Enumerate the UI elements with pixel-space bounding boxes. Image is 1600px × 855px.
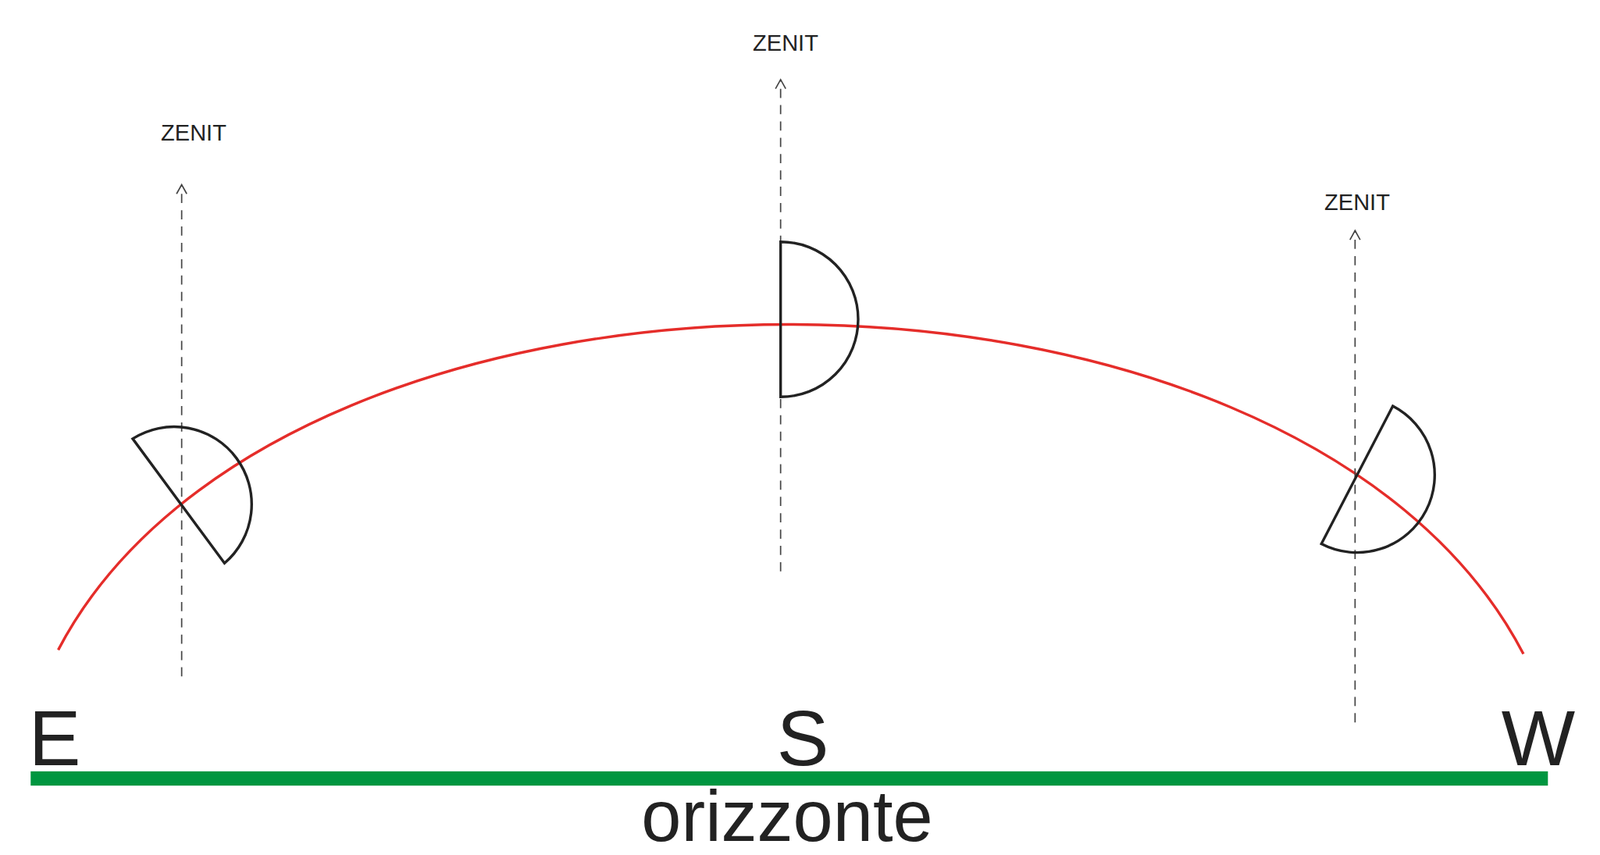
direction-label: E xyxy=(28,698,82,777)
sundials xyxy=(132,242,1435,564)
zenith-label: ZENIT xyxy=(1324,191,1390,214)
direction-label: S xyxy=(776,698,830,777)
zenith-label: ZENIT xyxy=(752,32,819,55)
half-disc xyxy=(132,427,252,564)
half-disc xyxy=(1321,406,1435,553)
zenith-label: ZENIT xyxy=(160,121,227,145)
horizon-label: orizzonte xyxy=(641,780,933,852)
half-disc xyxy=(780,242,859,398)
arrow-head xyxy=(775,79,786,90)
zenith-line xyxy=(181,185,183,678)
arrow-head xyxy=(176,185,187,195)
zenith-lines xyxy=(176,79,1361,723)
sun-arc xyxy=(58,324,1524,655)
direction-label: W xyxy=(1501,698,1576,777)
arrow-head xyxy=(1350,230,1361,240)
